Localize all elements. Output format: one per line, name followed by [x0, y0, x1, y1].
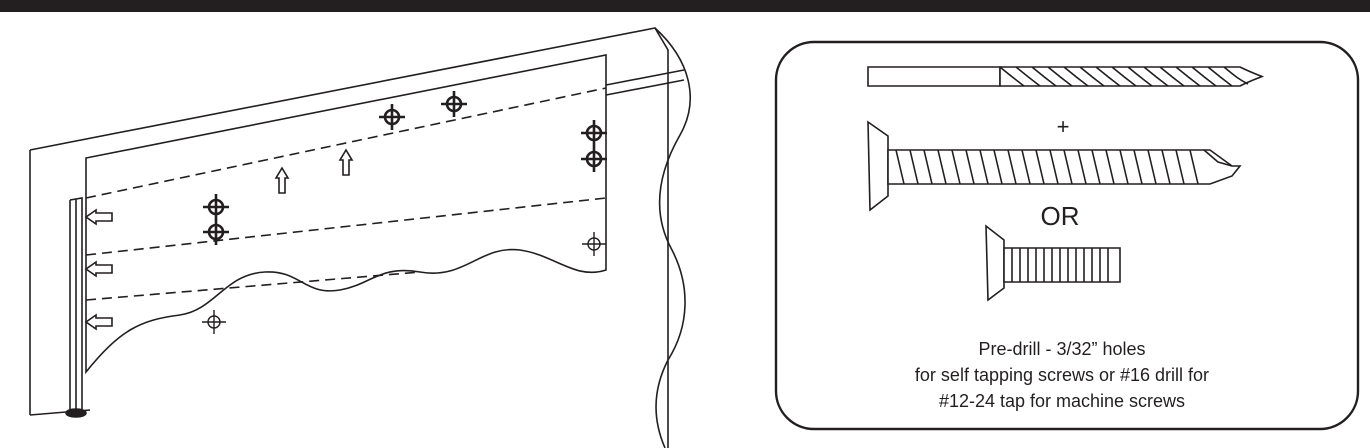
frame-rail: [605, 69, 685, 86]
header-rule: [0, 0, 1370, 12]
instruction-line-1: Pre-drill - 3/32” holes: [978, 339, 1145, 359]
screw-hole-bold-1: [379, 104, 405, 130]
arrow-up-2: [338, 148, 354, 176]
self-tapping-screw-icon: [867, 120, 1242, 212]
instruction-line-2: for self tapping screws or #16 drill for: [915, 365, 1209, 385]
arrow-up-1: [274, 166, 290, 194]
left-post: [69, 197, 83, 415]
plus-symbol: +: [1057, 114, 1070, 139]
wall-break-wavy: [654, 27, 691, 448]
instruction-line-3: #12-24 tap for machine screws: [939, 391, 1185, 411]
fastener-panel: + OR: [774, 40, 1360, 431]
screw-hole-bold-5: [203, 194, 229, 220]
screw-hole-thin-2: [202, 310, 226, 334]
drill-bit-icon: [867, 66, 1265, 87]
screw-hole-bold-3: [581, 120, 607, 146]
wall-mounting-illustration: [29, 27, 691, 448]
screw-hole-bold-2: [441, 91, 467, 117]
frame-rail-lower: [605, 79, 685, 96]
dashed-line-3: [85, 271, 421, 301]
arrow-left-3: [84, 313, 113, 331]
screw-hole-thin-1: [582, 232, 606, 256]
arrow-left-1: [84, 208, 113, 226]
screw-hole-bold-4: [581, 146, 607, 172]
fastener-panel-frame: [774, 40, 1360, 431]
post-foot: [65, 408, 87, 418]
or-label: OR: [1041, 201, 1080, 231]
wall-outline: [29, 27, 669, 448]
machine-screw-icon: [985, 224, 1121, 302]
dashed-line-2: [85, 197, 607, 256]
screw-hole-bold-6: [203, 219, 229, 245]
dashed-line-1: [85, 87, 607, 199]
arrow-left-2: [84, 260, 113, 278]
kick-plate-panel: [85, 54, 607, 375]
